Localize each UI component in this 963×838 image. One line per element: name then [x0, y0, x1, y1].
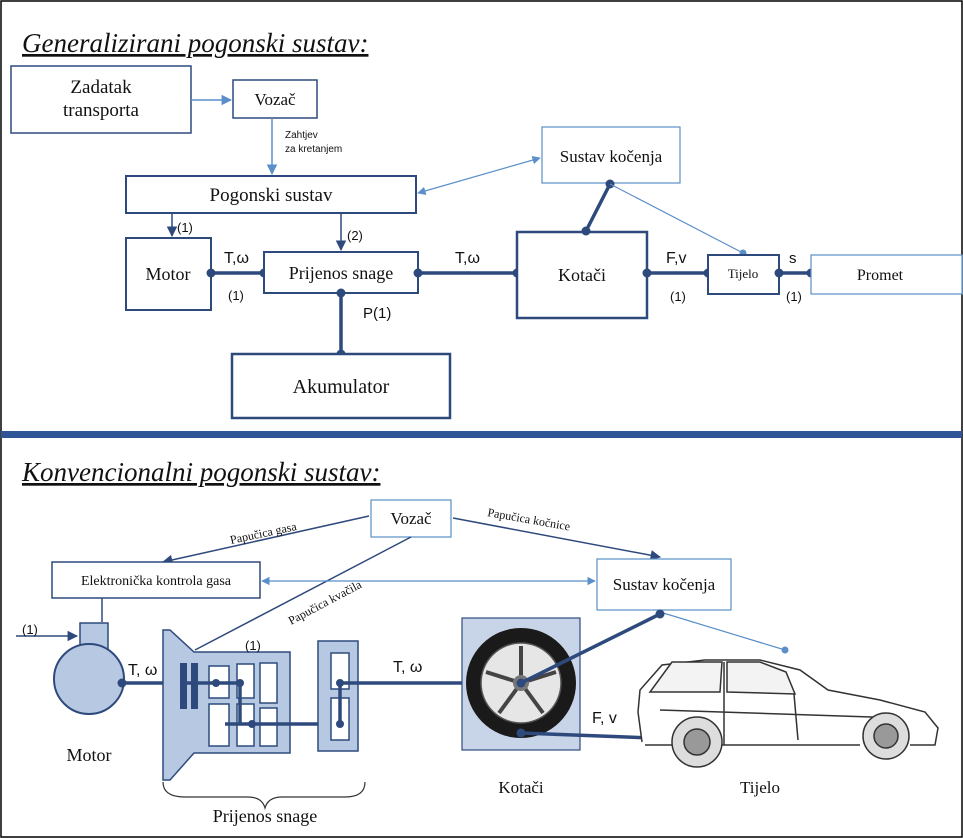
- label-one-a: (1): [177, 220, 193, 235]
- block-zadatak-transporta: Zadatak transporta: [10, 65, 192, 134]
- label-one-c: (1): [670, 289, 686, 304]
- label-t-omega-1: T,ω: [224, 250, 249, 267]
- akumulator-label: Akumulator: [293, 376, 390, 398]
- label-t-omega-bottom-2: T, ω: [393, 659, 422, 676]
- zadatak-line1: Zadatak: [70, 77, 132, 98]
- label-papucica-kocnice: Papučica kočnice: [486, 505, 571, 533]
- label-t-omega-2: T,ω: [455, 250, 480, 267]
- label-f-v-top: F,v: [666, 250, 686, 267]
- bottom-heading: Konvencionalni pogonski sustav:: [21, 457, 380, 487]
- label-one-b: (1): [228, 288, 244, 303]
- arrow-papucica-gasa: [161, 515, 370, 566]
- link-kocenje-tijelo: [609, 183, 744, 254]
- label-f-v-bottom: F, v: [592, 710, 617, 727]
- label-one-transmission: (1): [245, 638, 261, 653]
- elektronicka-label: Elektronička kontrola gasa: [81, 574, 232, 589]
- label-t-omega-bottom-1: T, ω: [128, 662, 157, 679]
- label-papucica-gasa: Papučica gasa: [229, 519, 299, 547]
- block-tijelo-top: Tijelo: [707, 254, 780, 295]
- block-akumulator: Akumulator: [230, 352, 452, 420]
- label-one-d: (1): [786, 289, 802, 304]
- vozac-bottom-label: Vozač: [390, 509, 432, 528]
- caption-prijenos: Prijenos snage: [213, 806, 317, 826]
- sustav-kocenja-bottom-label: Sustav kočenja: [613, 575, 716, 594]
- link-kotaci-kocenje: [584, 183, 612, 232]
- top-heading: Generalizirani pogonski sustav:: [22, 28, 368, 58]
- block-vozac-top: Vozač: [232, 79, 318, 119]
- promet-label: Promet: [857, 267, 904, 284]
- block-motor-top: Motor: [125, 237, 212, 311]
- prijenos-top-label: Prijenos snage: [289, 263, 393, 283]
- block-sustav-kocenja-top: Sustav kočenja: [541, 126, 681, 184]
- label-one-motor: (1): [22, 622, 38, 637]
- block-sustav-kocenja-bottom: Sustav kočenja: [596, 558, 732, 611]
- brace-prijenos: [162, 781, 366, 811]
- vozac-top-label: Vozač: [254, 90, 296, 109]
- motor-top-label: Motor: [146, 264, 191, 284]
- caption-motor: Motor: [67, 745, 112, 765]
- block-elektronicka-kontrola: Elektronička kontrola gasa: [51, 561, 261, 599]
- label-p-one: P(1): [363, 305, 391, 322]
- block-pogonski-sustav: Pogonski sustav: [125, 175, 417, 214]
- label-two: (2): [347, 228, 363, 243]
- label-s: s: [789, 250, 797, 267]
- caption-tijelo: Tijelo: [740, 778, 780, 797]
- block-prijenos-snage-top: Prijenos snage: [263, 251, 419, 294]
- block-kotaci-top: Kotači: [515, 230, 649, 320]
- pogonski-sustav-label: Pogonski sustav: [210, 185, 333, 206]
- caption-kotaci: Kotači: [498, 778, 544, 797]
- label-papucica-kvacila: Papučica kvačila: [286, 577, 365, 628]
- kotaci-top-label: Kotači: [558, 265, 606, 285]
- block-vozac-bottom: Vozač: [370, 499, 452, 538]
- line-papucica-kvacila: [194, 536, 412, 651]
- block-promet: Promet: [810, 254, 963, 295]
- car-drawing: [637, 659, 939, 768]
- tijelo-top-label: Tijelo: [728, 266, 759, 281]
- link-wheel-kocenje: [520, 612, 661, 685]
- link-kocenje-auto: [659, 611, 786, 651]
- section-divider: [1, 431, 962, 438]
- zadatak-line2: transporta: [63, 100, 140, 121]
- zahtjev-line2: za kretanjem: [285, 144, 342, 155]
- sustav-kocenja-top-label: Sustav kočenja: [560, 147, 663, 166]
- arrow-kocenje-pogonski: [417, 156, 541, 195]
- arrow-papucica-kocnice: [452, 517, 662, 561]
- transmission-drawing: [162, 629, 359, 781]
- zahtjev-line1: Zahtjev: [285, 130, 318, 141]
